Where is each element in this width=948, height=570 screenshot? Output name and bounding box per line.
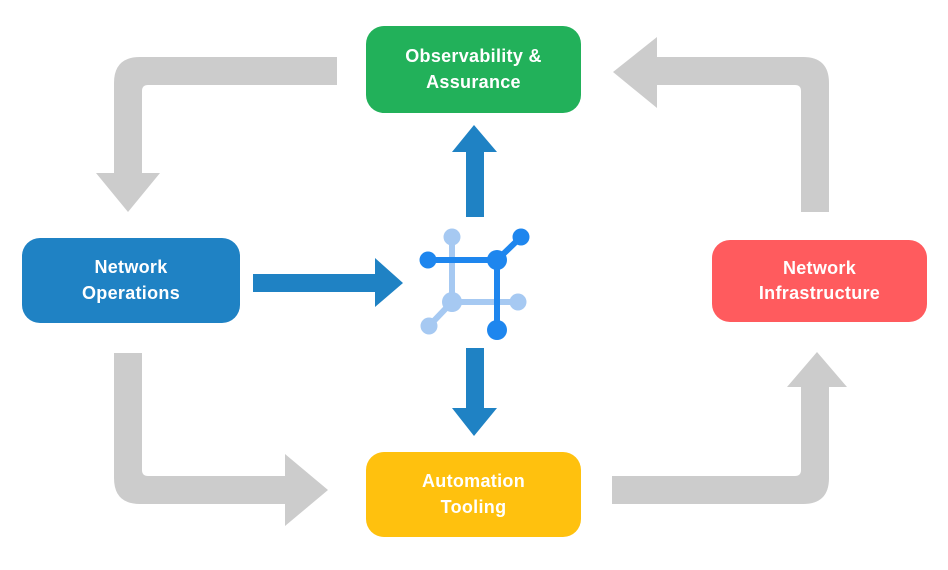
- icon-node: [509, 293, 527, 311]
- node-label-line: Infrastructure: [758, 283, 881, 303]
- icon-node: [487, 320, 507, 340]
- node-automation-tooling: Automation Tooling: [366, 452, 581, 537]
- icon-node: [420, 317, 438, 335]
- arrow-automation-to-infrastructure: [612, 352, 847, 504]
- arrow-center-to-observability: [452, 125, 497, 217]
- icon-node: [487, 250, 507, 270]
- icon-node: [419, 251, 437, 269]
- icon-node: [443, 228, 461, 246]
- arrow-center-to-automation: [452, 348, 497, 436]
- node-label-line: Network: [782, 257, 857, 278]
- network-nodes-icon: [419, 228, 530, 340]
- arrow-infrastructure-to-observability: [613, 37, 829, 212]
- node-label-line: Tooling: [440, 496, 507, 517]
- node-label-line: Assurance: [426, 71, 521, 92]
- node-label-line: Automation: [422, 471, 525, 492]
- arrow-observability-to-operations: [96, 57, 337, 212]
- node-network-infrastructure: Network Infrastructure: [712, 240, 927, 322]
- node-label-line: Network: [94, 257, 168, 278]
- node-network-operations: Network Operations: [22, 238, 240, 323]
- node-observability-assurance: Observability & Assurance: [366, 26, 581, 113]
- icon-node: [512, 228, 530, 246]
- icon-node: [442, 292, 462, 312]
- arrow-operations-to-automation: [114, 353, 328, 526]
- node-label-line: Observability &: [405, 46, 542, 67]
- arrow-operations-to-center: [253, 258, 403, 307]
- node-label-line: Operations: [81, 282, 181, 303]
